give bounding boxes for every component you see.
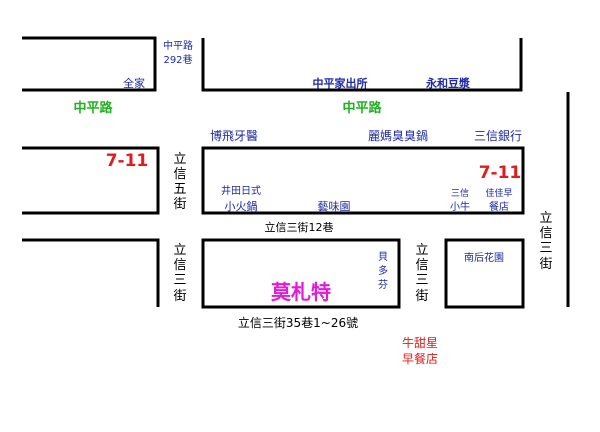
place-beiduofen: 貝 多 芬 <box>378 251 388 291</box>
place-police-station: 中平家出所 <box>313 76 368 90</box>
road-label-lixin-3rd-left-char-4: 街 <box>173 289 186 304</box>
road-label-lixin-3rd-right-char-4: 街 <box>539 257 552 272</box>
place-dental-clinic: 博飛牙醫 <box>210 128 258 143</box>
block-mozart <box>201 238 401 309</box>
road-label-lane-12: 立信三街12巷 <box>265 220 334 234</box>
road-label-zhongping-292: 中平路 <box>163 39 193 52</box>
road-label-lixin-5th-char-2: 信 <box>173 167 186 182</box>
road-lines <box>22 36 570 309</box>
place-quanjia: 全家 <box>123 76 145 90</box>
road-label-lixin-3rd-mid-char-1: 立 <box>415 243 428 258</box>
road-label-lixin-3rd-left-char-3: 三 <box>173 273 186 288</box>
road-label-lane-35: 立信三街35巷1~26號 <box>238 315 358 330</box>
block-lower-left <box>22 238 160 307</box>
road-label-lane-292: 292巷 <box>163 54 192 66</box>
place-niu-breakfast-line1: 牛甜星 <box>402 335 438 350</box>
place-niu-breakfast-line2: 早餐店 <box>402 351 438 366</box>
place-japanese-hotpot-line2: 小火鍋 <box>225 199 258 213</box>
road-label-lixin-3rd-right-char-1: 立 <box>539 211 552 226</box>
road-label-zhongping-left: 中平路 <box>73 100 113 116</box>
road-label-lixin-3rd-right: 立 信 三 街 <box>539 211 552 272</box>
road-label-zhongping-right: 中平路 <box>342 100 382 116</box>
place-sanxin-bank: 三信銀行 <box>474 129 522 143</box>
store-7-11-right: 7-11 <box>479 163 522 183</box>
road-label-lixin-5th-char-1: 立 <box>173 152 186 167</box>
road-label-lixin-3rd-left-char-2: 信 <box>173 258 186 273</box>
place-breakfast-shop-line1: 佳佳早 <box>485 187 512 199</box>
block-top-right <box>201 38 523 92</box>
place-breakfast-shop-line2: 餐店 <box>489 200 509 213</box>
place-mozart: 莫札特 <box>270 280 331 304</box>
block-top-left <box>22 36 157 92</box>
place-sanxin-shop-line1: 三信 <box>451 187 469 199</box>
block-middle-right <box>201 146 525 215</box>
road-label-lixin-3rd-left-char-1: 立 <box>173 243 186 258</box>
road-label-lixin-5th: 立 信 五 街 <box>173 152 186 212</box>
place-soymilk: 永和豆漿 <box>425 76 470 90</box>
block-middle-left <box>22 146 160 215</box>
place-bakery: 藝味園 <box>318 200 351 213</box>
road-label-lixin-5th-char-4: 街 <box>173 197 186 212</box>
road-label-lixin-3rd-mid: 立 信 三 街 <box>415 243 428 304</box>
road-label-lixin-3rd-right-char-3: 三 <box>539 241 552 256</box>
store-7-11-left: 7-11 <box>106 151 149 171</box>
road-label-lixin-5th-char-3: 五 <box>173 182 186 197</box>
place-beiduofen-char-3: 芬 <box>378 279 388 291</box>
place-beiduofen-char-2: 多 <box>378 264 388 277</box>
road-label-lixin-3rd-right-char-2: 信 <box>539 226 552 241</box>
place-south-garden: 南后花園 <box>464 251 504 264</box>
road-label-lixin-3rd-mid-char-4: 街 <box>415 289 428 304</box>
place-stinky-hotpot: 麗媽臭臭鍋 <box>368 128 428 143</box>
road-label-lixin-3rd-left: 立 信 三 街 <box>173 243 186 304</box>
road-label-lixin-3rd-mid-char-3: 三 <box>415 273 428 288</box>
place-sanxin-shop-line2: 小牛 <box>450 200 470 213</box>
place-beiduofen-char-1: 貝 <box>378 251 388 263</box>
block-garden <box>444 238 525 309</box>
road-label-lixin-3rd-mid-char-2: 信 <box>415 258 428 273</box>
place-japanese-hotpot-line1: 井田日式 <box>221 184 261 197</box>
